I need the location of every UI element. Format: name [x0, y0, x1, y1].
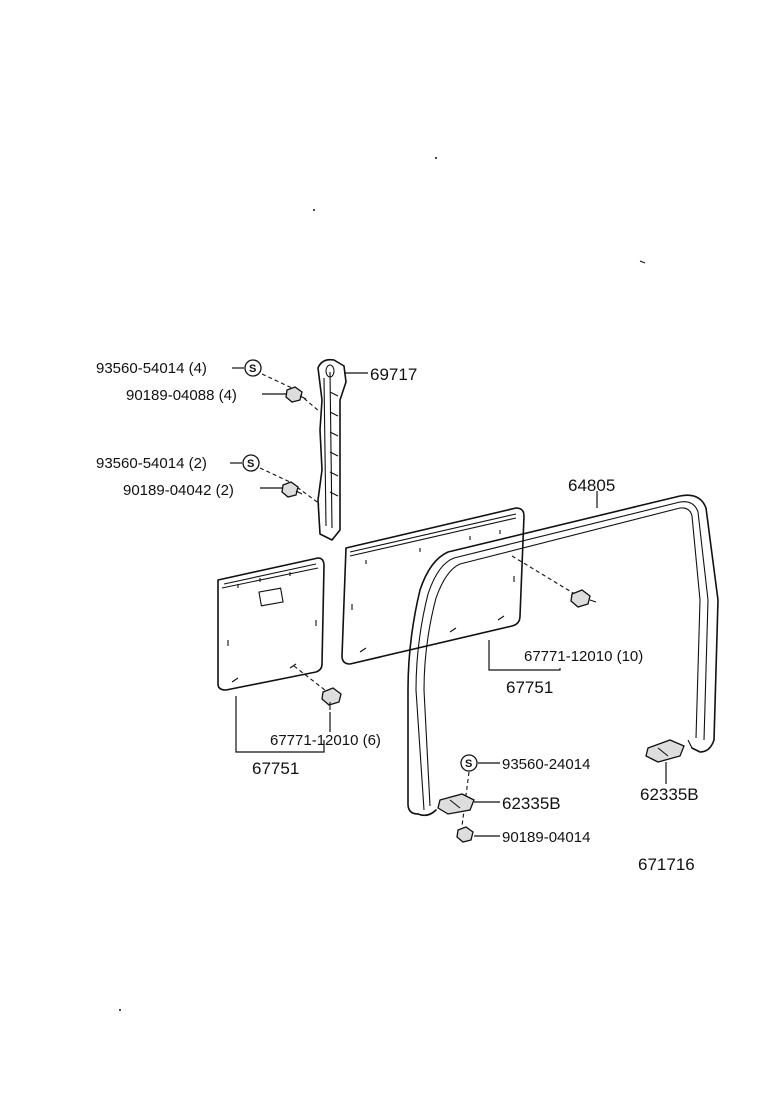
label-90189-04088-4: 90189-04088 (4): [126, 387, 237, 404]
washer-upper: S: [244, 359, 262, 377]
label-62335b-right: 62335B: [640, 785, 699, 804]
figure-number: 671716: [638, 855, 695, 874]
washer-mark-lower: S: [247, 458, 254, 470]
washer-bottom: S: [460, 754, 478, 772]
label-67771-12010-6: 67771-12010 (6): [270, 732, 381, 749]
clip-right: [570, 589, 597, 608]
label-93560-54014-4: 93560-54014 (4): [96, 360, 207, 377]
washer-mark-bottom: S: [465, 758, 472, 770]
washer-lower: S: [242, 454, 260, 472]
label-93560-54014-2: 93560-54014 (2): [96, 455, 207, 472]
label-69717: 69717: [370, 365, 417, 384]
trim-panel-left: [217, 557, 325, 691]
door-stopper-left: [437, 793, 475, 815]
pillar-garnish: [317, 358, 347, 541]
bolt-upper: [285, 386, 307, 403]
label-64805: 64805: [568, 476, 615, 495]
door-stopper-right: [645, 739, 685, 763]
washer-mark-upper: S: [249, 363, 256, 375]
label-90189-04014: 90189-04014: [502, 829, 590, 846]
label-67771-12010-10: 67771-12010 (10): [524, 648, 643, 665]
label-67751-left: 67751: [252, 759, 299, 778]
label-90189-04042-2: 90189-04042 (2): [123, 482, 234, 499]
bolt-bottom: [456, 826, 474, 843]
trim-panel-right: [341, 507, 525, 665]
label-67751-right: 67751: [506, 678, 553, 697]
weatherstrip: [407, 494, 719, 817]
bolt-lower: [281, 481, 303, 498]
clip-left: [321, 687, 342, 710]
label-62335b-left: 62335B: [502, 794, 561, 813]
label-93560-24014: 93560-24014: [502, 756, 590, 773]
